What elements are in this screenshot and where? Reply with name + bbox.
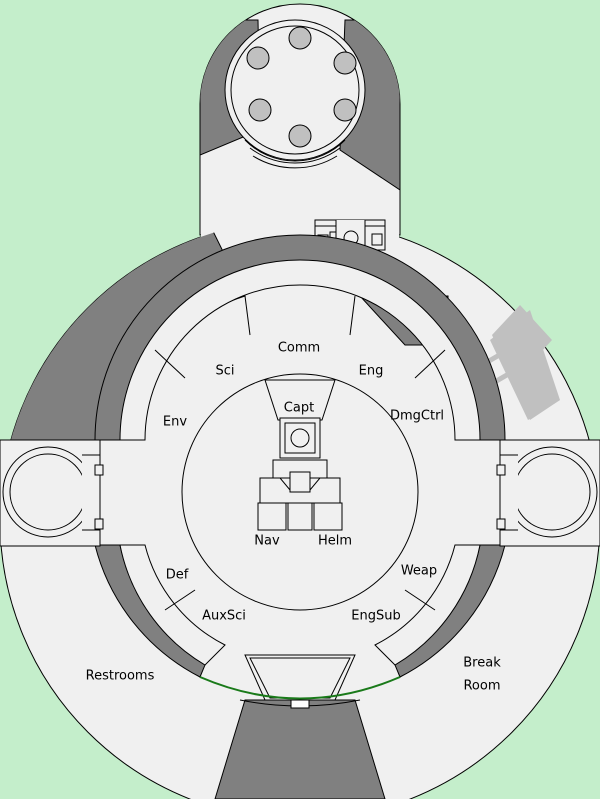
label-helm[interactable]: Helm — [318, 534, 352, 549]
captain-chair-icon[interactable] — [257, 379, 343, 531]
escape-pod-icon[interactable] — [496, 439, 600, 547]
label-weap[interactable]: Weap — [401, 564, 437, 579]
label-capt[interactable]: Capt — [284, 401, 314, 416]
room-break-line1[interactable]: Break — [463, 656, 501, 671]
transporter-pad-icon[interactable] — [224, 19, 366, 169]
bridge-ring — [94, 234, 506, 678]
label-nav[interactable]: Nav — [254, 534, 280, 549]
label-env[interactable]: Env — [163, 415, 187, 430]
escape-pod-icon[interactable] — [0, 439, 104, 547]
label-sci[interactable]: Sci — [215, 364, 234, 379]
label-def[interactable]: Def — [166, 568, 189, 583]
label-comm[interactable]: Comm — [278, 341, 320, 356]
label-engsub[interactable]: EngSub — [351, 609, 400, 624]
label-dmgctrl[interactable]: DmgCtrl — [390, 409, 444, 424]
turbolift-entrance[interactable] — [199, 654, 401, 709]
station-labels: Comm Sci Eng Env DmgCtrl Capt Nav Helm D… — [86, 341, 502, 694]
label-auxsci[interactable]: AuxSci — [202, 609, 246, 624]
room-restrooms[interactable]: Restrooms — [86, 669, 155, 684]
room-break-line2[interactable]: Room — [463, 679, 500, 694]
label-eng[interactable]: Eng — [359, 364, 384, 379]
